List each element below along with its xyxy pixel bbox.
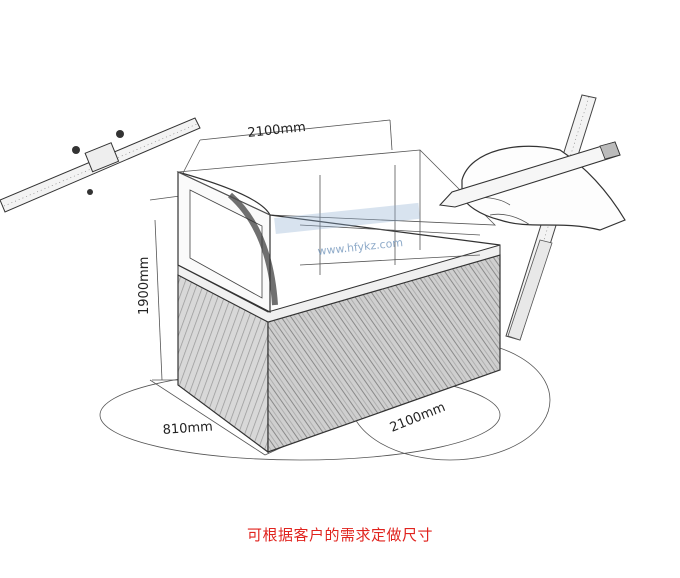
watermark-url: www.hfykz.com bbox=[317, 236, 404, 258]
dimension-depth: 810mm bbox=[162, 420, 213, 438]
caption-text: 可根据客户的需求定做尺寸 bbox=[246, 526, 433, 544]
display-cabinet bbox=[176, 149, 501, 454]
dimension-height: 1900mm bbox=[137, 257, 152, 315]
dimension-top-width: 2100mm bbox=[247, 120, 307, 141]
ruler-icon bbox=[0, 117, 201, 213]
pencil-icon bbox=[438, 141, 621, 208]
hand-icon bbox=[461, 145, 626, 231]
